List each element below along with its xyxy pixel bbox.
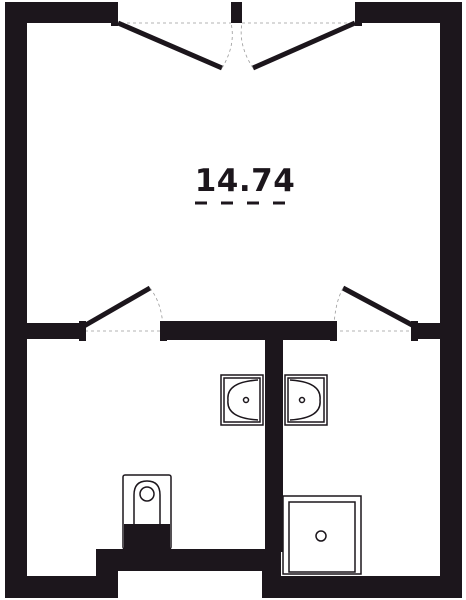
door-right-bath-swing (333, 287, 344, 332)
shower-tray-icon (282, 495, 362, 575)
door-left-bath-jamb (79, 321, 86, 341)
door-post-top-center (231, 2, 242, 23)
door-top-left-leaf (117, 20, 223, 71)
wall-top-right (358, 2, 462, 23)
wall-middle-right (414, 323, 440, 339)
wall-bottom-step (96, 549, 281, 571)
wall-middle-center (163, 321, 334, 340)
sink-right-icon (284, 374, 328, 426)
wall-step-vertical-right (262, 549, 281, 598)
wall-step-vertical-left (96, 549, 118, 598)
wall-left (5, 2, 27, 598)
wall-middle-left (27, 323, 85, 339)
room-area-label: 14.74 (194, 163, 296, 199)
toilet-icon (122, 474, 172, 550)
door-top-right-leaf (251, 20, 357, 71)
wall-partition (265, 338, 283, 552)
door-top-left-swing (221, 22, 233, 69)
door-right-bath-jamb (411, 321, 418, 341)
door-top-right-swing (240, 22, 254, 69)
door-top-right-jamb (355, 2, 362, 26)
wall-top-left (5, 2, 115, 23)
door-right-bath-jamb-2 (330, 321, 337, 341)
wall-bottom-left (5, 576, 101, 598)
door-top-left-jamb (111, 2, 118, 26)
wall-right (440, 2, 462, 598)
sink-left-icon (220, 374, 264, 426)
door-left-bath-jamb-2 (160, 321, 167, 341)
door-right-bath-leaf (341, 285, 416, 329)
door-left-bath-leaf (82, 285, 152, 329)
wall-bottom-right (262, 576, 462, 598)
